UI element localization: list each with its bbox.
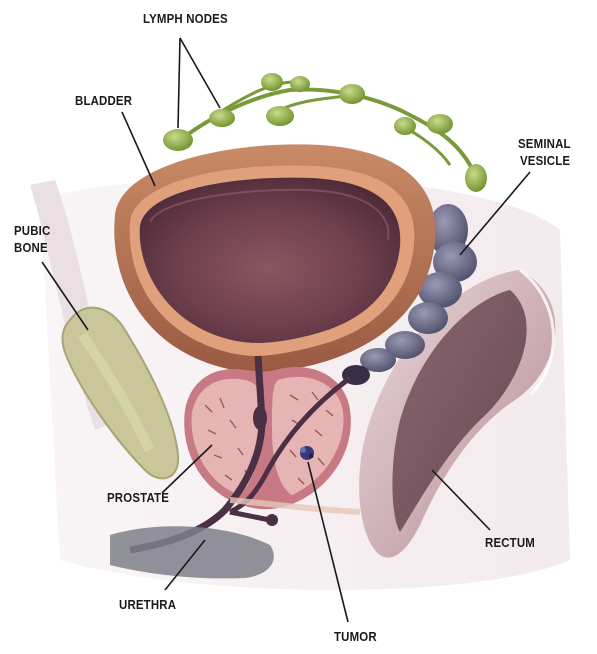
tumor: [300, 446, 314, 460]
lymph-node: [339, 84, 365, 104]
lymph-node: [465, 164, 487, 192]
label-prostate: PROSTATE: [107, 490, 169, 505]
lower-tissue: [110, 526, 274, 579]
lymph-node: [163, 129, 193, 151]
label-seminal-vesicle-line2: VESICLE: [520, 153, 571, 168]
label-pubic-bone-line2: BONE: [14, 240, 48, 255]
lymph-node: [209, 109, 235, 127]
label-seminal-vesicle-line1: SEMINAL: [518, 136, 571, 151]
label-lymph-nodes: LYMPH NODES: [143, 11, 228, 26]
pubic-bone: [61, 306, 180, 480]
lymph-nodes: [163, 73, 487, 192]
leader-lines: [41, 37, 531, 623]
rectum: [359, 268, 556, 558]
seminal-vesicle: [342, 204, 477, 385]
label-pubic-bone-line1: PUBIC: [14, 223, 51, 238]
label-rectum: RECTUM: [485, 535, 535, 550]
lymph-node: [266, 106, 294, 126]
label-bladder: BLADDER: [75, 93, 133, 108]
prostate: [184, 366, 351, 510]
lymph-node: [427, 114, 453, 134]
label-tumor: TUMOR: [334, 629, 377, 644]
lymph-node: [261, 73, 283, 91]
label-urethra: URETHRA: [119, 597, 177, 612]
bladder: [114, 144, 436, 372]
lymph-node: [394, 117, 416, 135]
lymph-node: [290, 76, 310, 92]
